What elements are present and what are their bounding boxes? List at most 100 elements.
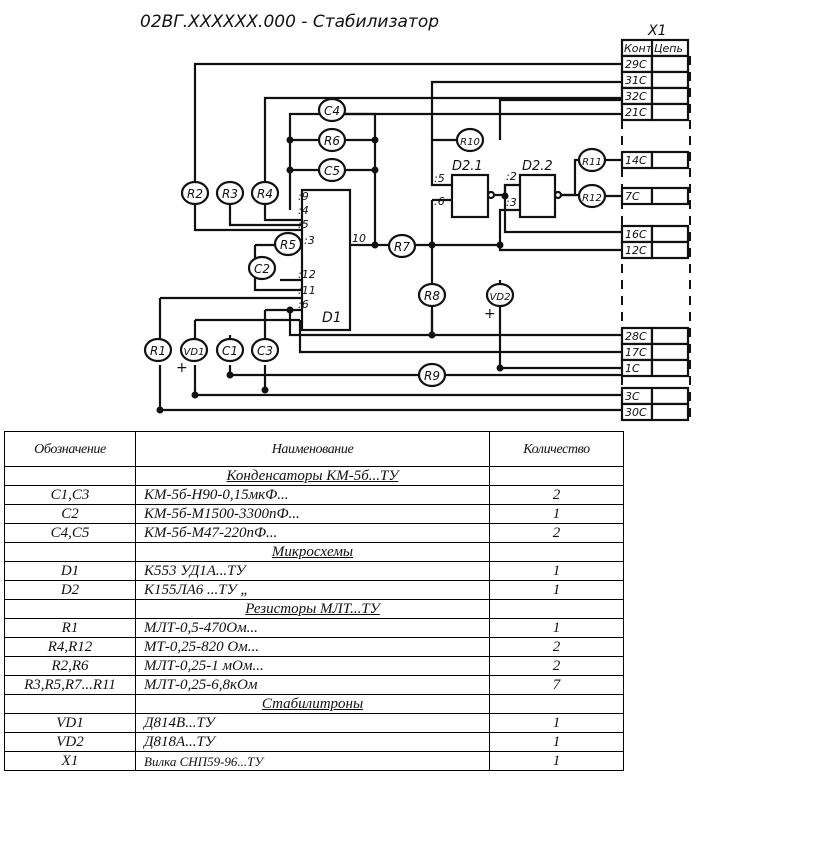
row-name: К553 УД1А...ТУ xyxy=(135,561,490,581)
row-name: Вилка СНП59-96...ТУ xyxy=(135,751,490,771)
c3-label: C3 xyxy=(257,344,273,358)
connector-pin-label: 30С xyxy=(625,406,647,419)
row-name: Д818А...ТУ xyxy=(135,732,490,752)
junction-dot xyxy=(286,136,294,144)
header-designation: Обозначение xyxy=(4,431,136,467)
row-name: Конденсаторы КМ-5б...ТУ xyxy=(135,466,490,486)
r5-label: R5 xyxy=(280,238,296,252)
connector-col-contact: Конт xyxy=(624,42,653,55)
row-designation: C2 xyxy=(4,504,136,524)
component-r3: R3 xyxy=(215,180,245,206)
row-quantity: 1 xyxy=(489,618,624,638)
connector-pin-label: 14С xyxy=(625,154,647,167)
connector-pin-label: 31С xyxy=(625,74,647,87)
vd2-label: VD2 xyxy=(490,292,511,303)
r6-label: R6 xyxy=(324,134,340,148)
r7-label: R7 xyxy=(394,240,410,254)
row-quantity: 1 xyxy=(489,561,624,581)
row-name: МЛТ-0,25-1 мОм... xyxy=(135,656,490,676)
row-designation: R2,R6 xyxy=(4,656,136,676)
row-name: Резисторы МЛТ...ТУ xyxy=(135,599,490,619)
row-name: МЛТ-0,25-6,8кОм xyxy=(135,675,490,695)
component-r6: R6 xyxy=(317,127,347,153)
component-vd1: VD1 xyxy=(179,337,209,363)
d21-pin-6: :6 xyxy=(434,195,445,208)
connector-pin: 16С xyxy=(620,224,690,244)
junction-dot xyxy=(428,331,436,339)
d1-pin-10: 10 xyxy=(352,232,366,245)
table-group-row: Резисторы МЛТ...ТУ xyxy=(4,599,624,619)
component-vd2: VD2 xyxy=(485,282,515,308)
junction-dot xyxy=(501,192,509,200)
d1-pin-12: :12 xyxy=(298,268,316,281)
junction-dot xyxy=(191,391,199,399)
row-designation: X1 xyxy=(4,751,136,771)
c1-label: C1 xyxy=(222,344,238,358)
component-r2: R2 xyxy=(180,180,210,206)
connector-pin: 1С xyxy=(620,358,690,378)
row-designation: R3,R5,R7...R11 xyxy=(4,675,136,695)
component-r1: R1 xyxy=(143,337,173,363)
junction-dot xyxy=(226,371,234,379)
d1-pin-4: :4 xyxy=(298,204,309,217)
row-designation xyxy=(4,466,136,486)
row-name: КМ-5б-М1500-3300пФ... xyxy=(135,504,490,524)
junction-dot xyxy=(156,406,164,414)
d22-pin-2: :2 xyxy=(506,170,517,183)
row-designation: D1 xyxy=(4,561,136,581)
r4-label: R4 xyxy=(257,187,273,201)
row-name: МЛТ-0,5-470Ом... xyxy=(135,618,490,638)
junction-dot xyxy=(261,386,269,394)
table-group-row: Микросхемы xyxy=(4,542,624,562)
row-name: Микросхемы xyxy=(135,542,490,562)
row-quantity: 1 xyxy=(489,580,624,600)
row-designation: VD1 xyxy=(4,713,136,733)
table-group-row: Конденсаторы КМ-5б...ТУ xyxy=(4,466,624,486)
d22-label: D2.2 xyxy=(522,159,553,174)
vd2-plus-sign: + xyxy=(484,306,496,322)
connector-pin-label: 7С xyxy=(625,190,640,203)
row-designation xyxy=(4,542,136,562)
d1-pin-6: :6 xyxy=(298,298,309,311)
connector-pin-label: 28С xyxy=(625,330,647,343)
r1-label: R1 xyxy=(150,344,166,358)
junction-dot xyxy=(371,166,379,174)
connector-pin-label: 29С xyxy=(625,58,647,71)
row-quantity: 2 xyxy=(489,523,624,543)
row-designation: R4,R12 xyxy=(4,637,136,657)
row-quantity: 1 xyxy=(489,504,624,524)
connector-pin-label: 32С xyxy=(625,90,647,103)
connector-pin: 32С xyxy=(620,86,690,106)
junction-dot xyxy=(371,136,379,144)
component-r5: R5 xyxy=(273,231,303,257)
junction-dot xyxy=(371,241,379,249)
row-name: КМ-5б-М47-220пФ... xyxy=(135,523,490,543)
row-designation: C1,C3 xyxy=(4,485,136,505)
gate-d21: D2.1 :5 :6 xyxy=(434,159,496,219)
component-r9: R9 xyxy=(417,362,447,388)
junction-dot xyxy=(496,364,504,372)
row-designation: C4,C5 xyxy=(4,523,136,543)
drawing-title: 02ВГ.XXXXXX.000 - Стабилизатор xyxy=(140,12,439,32)
r8-label: R8 xyxy=(424,289,440,303)
connector-pin-label: 21С xyxy=(625,106,647,119)
component-r8: R8 xyxy=(417,282,447,308)
row-quantity: 1 xyxy=(489,732,624,752)
row-name: КМ-5б-Н90-0,15мкФ... xyxy=(135,485,490,505)
connector-pin: 12С xyxy=(620,240,690,260)
row-designation: R1 xyxy=(4,618,136,638)
connector-pin: 28С xyxy=(620,326,690,346)
component-c3: C3 xyxy=(250,337,280,363)
junction-dot xyxy=(428,241,436,249)
row-quantity: 1 xyxy=(489,751,624,771)
connector-pin: 31С xyxy=(620,70,690,90)
d1-pin-11: :11 xyxy=(298,284,316,297)
connector-pin: 7С xyxy=(620,186,690,206)
row-quantity xyxy=(489,599,624,619)
